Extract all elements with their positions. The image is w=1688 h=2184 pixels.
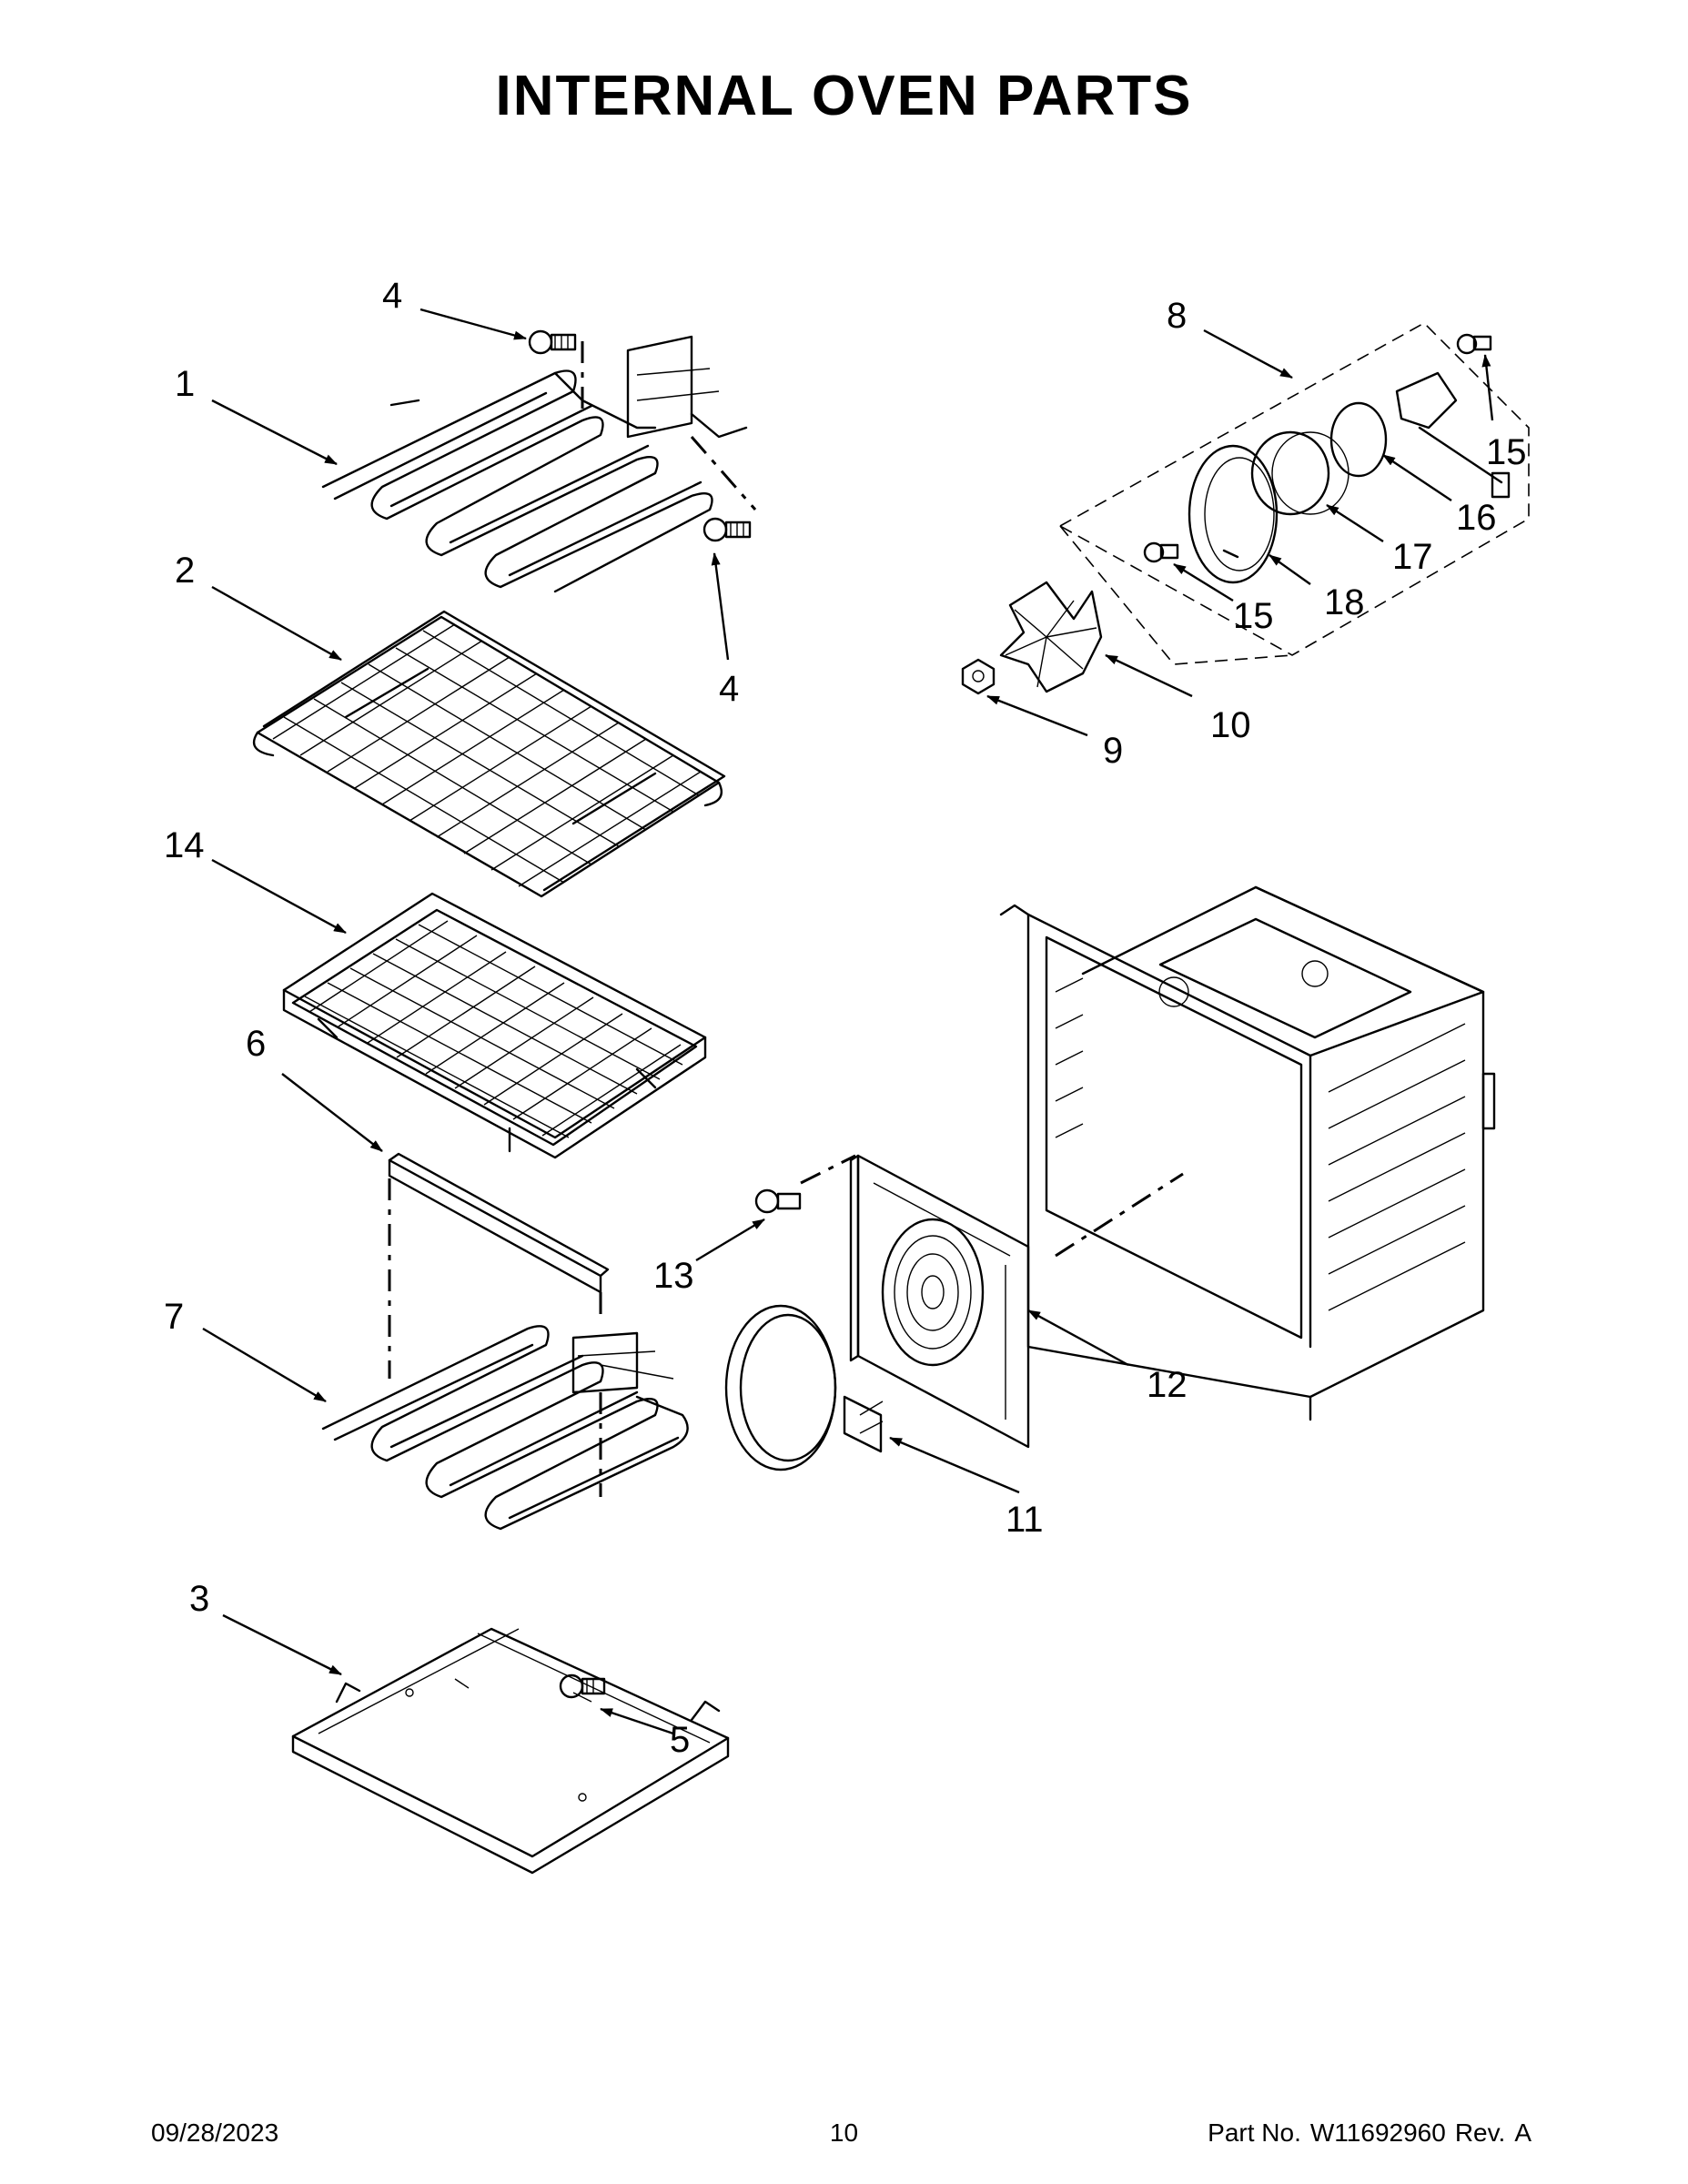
- part-no-label: Part No.: [1208, 2118, 1301, 2147]
- callout-4-bottom: 4: [719, 669, 739, 709]
- callout-3: 3: [189, 1579, 209, 1619]
- callout-6: 6: [246, 1024, 266, 1064]
- page-title: INTERNAL OVEN PARTS: [495, 65, 1193, 127]
- footer-part-number: Part No. W11692960 Rev. A: [1198, 2118, 1531, 2148]
- fan-motor-part[interactable]: [1395, 371, 1511, 499]
- heat-shield-part-16[interactable]: [1329, 401, 1388, 478]
- oven-cavity: [999, 885, 1496, 1421]
- footer-page-number: 10: [829, 2118, 859, 2147]
- callout-14: 14: [164, 825, 205, 865]
- screw-part-13[interactable]: [754, 1188, 802, 1214]
- broil-element-part-1[interactable]: [321, 335, 757, 593]
- footer-date: 09/28/2023: [151, 2118, 279, 2147]
- fan-cover-plate-part-18[interactable]: [1188, 444, 1279, 584]
- callout-1: 1: [175, 364, 195, 404]
- bake-element-part-7[interactable]: [321, 1325, 689, 1531]
- callout-15-upper: 15: [1486, 432, 1527, 472]
- screw-part-4-top[interactable]: [528, 329, 577, 355]
- air-fry-basket-part-14[interactable]: [282, 892, 707, 1159]
- rev-value: A: [1514, 2118, 1531, 2147]
- insulation-pad-part-17[interactable]: [1250, 430, 1349, 516]
- part-no-value: W11692960: [1309, 2118, 1446, 2147]
- fan-blade-part-10[interactable]: [999, 581, 1103, 693]
- nut-part-9[interactable]: [961, 658, 996, 695]
- callout-11: 11: [1006, 1500, 1044, 1540]
- callout-7: 7: [164, 1297, 184, 1337]
- screw-part-4-bottom[interactable]: [702, 517, 752, 542]
- callout-leaders: [202, 308, 1494, 1735]
- callout-9: 9: [1103, 731, 1123, 771]
- oven-rack-part-2[interactable]: [252, 610, 726, 898]
- callout-16: 16: [1456, 498, 1497, 538]
- callout-numbers: 1 4 4 2 14 6 7 3 5 8 9 10 11 12 13 15 15…: [164, 276, 1527, 1760]
- callout-10: 10: [1210, 705, 1251, 745]
- bottom-cover-part-3[interactable]: [291, 1627, 730, 1875]
- callout-12: 12: [1147, 1365, 1188, 1405]
- convection-fan-assembly-part-8[interactable]: [1058, 322, 1530, 665]
- callout-13: 13: [653, 1256, 694, 1296]
- callout-5: 5: [670, 1720, 690, 1760]
- callout-8: 8: [1167, 296, 1187, 336]
- convection-element-part-11[interactable]: [724, 1304, 884, 1471]
- callout-15-lower: 15: [1233, 596, 1274, 636]
- callout-18: 18: [1324, 582, 1365, 622]
- bracket-part-6[interactable]: [388, 1152, 610, 1379]
- rev-label: Rev.: [1454, 2118, 1506, 2147]
- callout-4-top: 4: [382, 276, 402, 316]
- convection-fan-cover-part-12[interactable]: [800, 1154, 1030, 1449]
- screw-part-15-upper[interactable]: [1456, 333, 1492, 355]
- screw-part-5[interactable]: [559, 1673, 606, 1699]
- callout-2: 2: [175, 551, 195, 591]
- screw-part-15-lower[interactable]: [1143, 541, 1179, 563]
- callout-17: 17: [1392, 537, 1433, 577]
